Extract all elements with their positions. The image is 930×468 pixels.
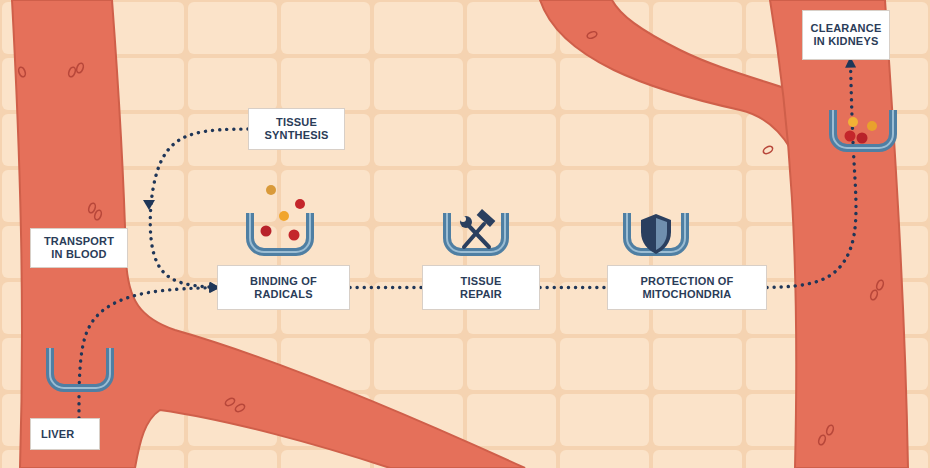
hammer-head bbox=[477, 209, 496, 227]
box-label: BINDING OF RADICALS bbox=[238, 275, 329, 301]
blood-cell bbox=[869, 289, 878, 300]
blood-vessel bbox=[770, 0, 908, 468]
label-box: BINDING OF RADICALS bbox=[217, 265, 350, 310]
box-label: TRANSPORT IN BLOOD bbox=[41, 235, 117, 261]
box-label: TISSUE SYNTHESIS bbox=[263, 116, 330, 142]
carrier-u-highlight bbox=[447, 213, 505, 252]
blood-cell bbox=[586, 30, 597, 39]
blood-vessel bbox=[12, 0, 525, 468]
blood-cell bbox=[17, 66, 26, 77]
blood-cell bbox=[875, 279, 884, 290]
radical bbox=[266, 185, 276, 195]
shield-icon bbox=[641, 214, 671, 254]
dotted-connector bbox=[540, 286, 607, 289]
carrier-u-highlight bbox=[833, 110, 893, 148]
radical bbox=[867, 121, 877, 131]
carrier-u bbox=[627, 213, 685, 252]
carrier-u-highlight bbox=[250, 213, 310, 252]
radical bbox=[279, 211, 289, 221]
blood-cells bbox=[17, 30, 884, 445]
label-box: TRANSPORT IN BLOOD bbox=[30, 228, 128, 268]
radical bbox=[845, 131, 856, 142]
dotted-connector bbox=[150, 129, 248, 288]
carrier-u bbox=[50, 348, 110, 388]
label-box: LIVER bbox=[30, 418, 100, 450]
radical bbox=[295, 199, 305, 209]
carrier-u bbox=[833, 110, 893, 148]
radical bbox=[289, 230, 300, 241]
tools-icon bbox=[460, 209, 495, 247]
label-box: TISSUE REPAIR bbox=[422, 265, 540, 310]
box-label: CLEARANCE IN KIDNEYS bbox=[811, 22, 882, 48]
carrier-u bbox=[447, 213, 505, 252]
blood-cell bbox=[75, 62, 84, 73]
dotted-connector bbox=[350, 286, 422, 289]
box-label: LIVER bbox=[41, 428, 74, 441]
box-label: TISSUE REPAIR bbox=[449, 275, 513, 301]
dotted-connector bbox=[79, 288, 217, 419]
wrench-handle bbox=[469, 226, 489, 247]
dotted-connector bbox=[767, 60, 856, 288]
blood-cell bbox=[67, 66, 76, 77]
blood-vessel bbox=[540, 0, 805, 170]
arrow-head bbox=[143, 200, 155, 210]
box-label: PROTECTION OF MITOCHONDRIA bbox=[622, 275, 752, 301]
shield-highlight bbox=[656, 218, 667, 250]
label-box: CLEARANCE IN KIDNEYS bbox=[802, 10, 890, 60]
blood-cell bbox=[762, 145, 774, 155]
wrench-jaw bbox=[460, 216, 466, 222]
label-box: PROTECTION OF MITOCHONDRIA bbox=[607, 265, 767, 310]
carrier-u-highlight bbox=[627, 213, 685, 252]
radical bbox=[857, 133, 868, 144]
blood-cell bbox=[817, 434, 826, 445]
blood-cell bbox=[224, 397, 236, 407]
carrier-u bbox=[250, 213, 310, 252]
carrier-u-highlight bbox=[50, 348, 110, 388]
blood-cell bbox=[87, 202, 96, 213]
blood-cell bbox=[93, 209, 102, 220]
label-box: TISSUE SYNTHESIS bbox=[248, 108, 345, 150]
blood-cell bbox=[234, 403, 246, 413]
carrier-icons bbox=[50, 110, 893, 388]
blood-cell bbox=[825, 424, 834, 435]
radical bbox=[848, 117, 858, 127]
radical bbox=[261, 226, 272, 237]
wrench-head bbox=[460, 216, 472, 228]
